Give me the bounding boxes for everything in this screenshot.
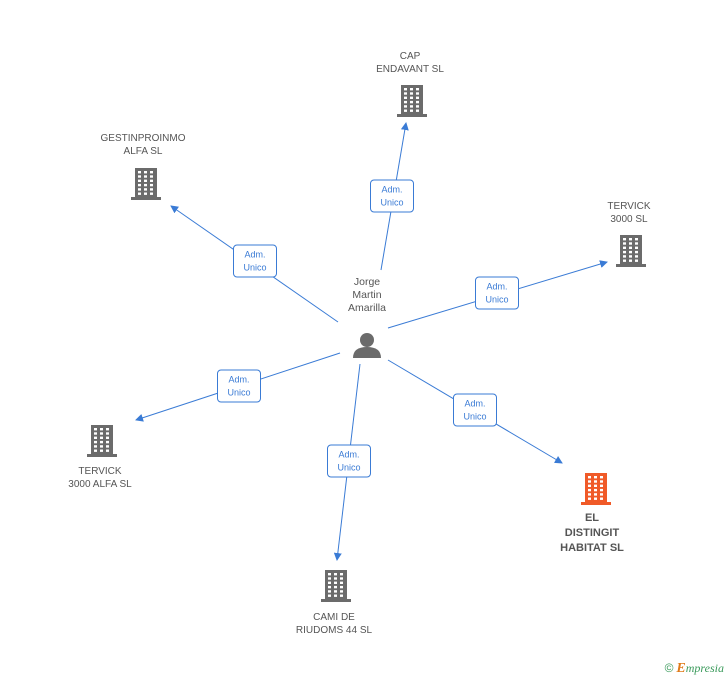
building-icon[interactable] <box>616 235 646 267</box>
company-label-tervick3000[interactable]: TERVICK 3000 SL <box>607 201 651 225</box>
edge-label-gestinproinmo[interactable]: Adm. Unico <box>233 244 277 278</box>
company-label-distingit[interactable]: EL DISTINGIT HABITAT SL <box>560 512 624 554</box>
company-label-gestinproinmo[interactable]: GESTINPROINMO ALFA SL <box>100 133 186 157</box>
edge-label-tervick3000alfa[interactable]: Adm. Unico <box>217 369 261 403</box>
brand-initial: E <box>676 661 686 676</box>
building-icon[interactable] <box>131 168 161 200</box>
person-icon[interactable] <box>353 333 381 358</box>
person-name: Jorge Martin Amarilla <box>348 276 386 314</box>
copyright-symbol: © <box>664 661 674 675</box>
company-label-cap[interactable]: CAP ENDAVANT SL <box>376 51 444 75</box>
building-icon[interactable] <box>581 473 611 505</box>
brand-footer: © Empresia <box>665 661 724 677</box>
building-icon[interactable] <box>397 85 427 117</box>
company-label-tervick3000alfa[interactable]: TERVICK 3000 ALFA SL <box>68 466 132 490</box>
brand-name: mpresia <box>685 661 724 675</box>
building-icon[interactable] <box>87 425 117 457</box>
edge-label-distingit[interactable]: Adm. Unico <box>453 393 497 427</box>
building-icon[interactable] <box>321 570 351 602</box>
edge-label-cami[interactable]: Adm. Unico <box>327 444 371 478</box>
edge-label-cap[interactable]: Adm. Unico <box>370 179 414 213</box>
edge-label-tervick3000[interactable]: Adm. Unico <box>475 276 519 310</box>
company-label-cami[interactable]: CAMI DE RIUDOMS 44 SL <box>295 612 373 636</box>
